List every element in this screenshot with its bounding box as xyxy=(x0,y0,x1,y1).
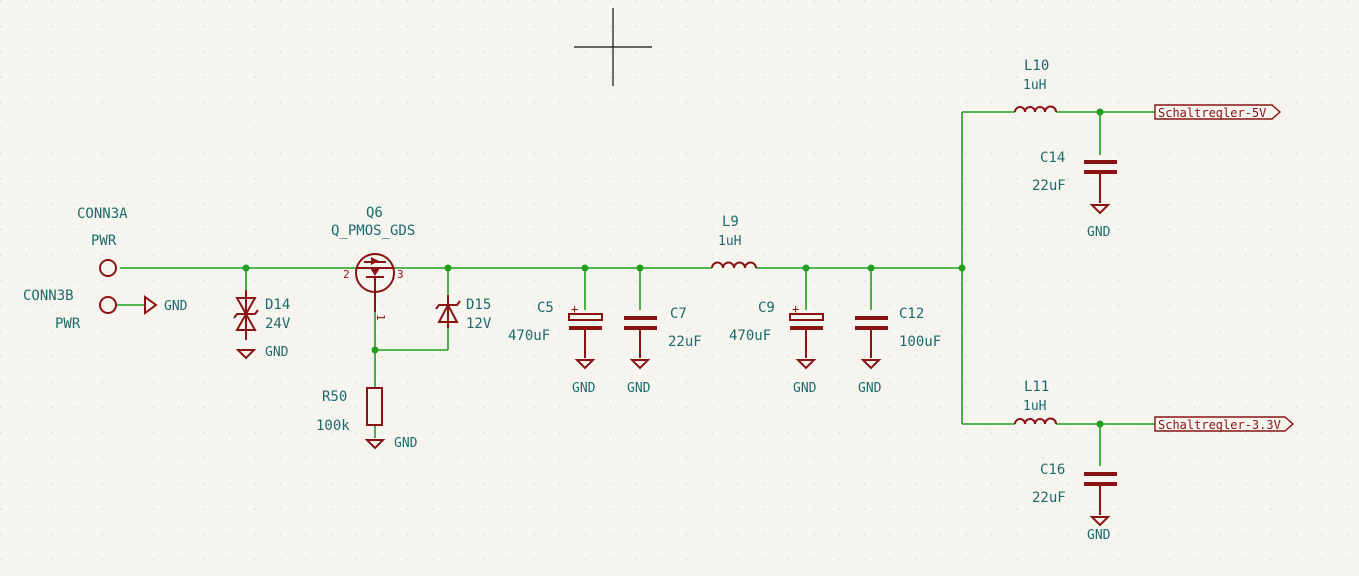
svg-text:GND: GND xyxy=(1087,528,1111,543)
q6-pin-3: 3 xyxy=(397,268,404,281)
svg-text:GND: GND xyxy=(394,436,418,451)
c5-value: 470uF xyxy=(508,328,550,344)
capacitor-c7[interactable]: C7 22uF xyxy=(624,306,702,358)
connector-conn3b[interactable]: CONN3B PWR GND xyxy=(23,288,188,332)
r50-ref: R50 xyxy=(322,389,347,405)
c9-ref: C9 xyxy=(758,300,775,316)
capacitor-c9[interactable]: + C9 470uF xyxy=(729,300,824,358)
capacitor-c12[interactable]: C12 100uF xyxy=(855,306,941,358)
l9-value: 1uH xyxy=(718,234,741,249)
conn3b-gnd-label: GND xyxy=(164,299,188,314)
net-label-3v3-text: Schaltregler-3.3V xyxy=(1158,418,1281,432)
ground-symbol-c7: GND xyxy=(627,359,651,396)
ground-symbol-r50: GND xyxy=(364,436,418,451)
connector-conn3a[interactable]: CONN3A PWR xyxy=(77,206,128,277)
c16-ref: C16 xyxy=(1040,462,1065,478)
q6-pin-2: 2 xyxy=(343,268,350,281)
net-label-5v[interactable]: Schaltregler-5V xyxy=(1154,104,1282,120)
ground-symbol-c5: GND xyxy=(572,359,596,396)
d15-ref: D15 xyxy=(466,297,491,313)
diode-d14[interactable]: D14 24V xyxy=(233,290,291,340)
svg-text:GND: GND xyxy=(572,381,596,396)
inductor-l9[interactable]: L9 1uH xyxy=(711,214,757,269)
l11-value: 1uH xyxy=(1023,399,1046,414)
ground-icon xyxy=(1089,516,1111,527)
c12-value: 100uF xyxy=(899,334,941,350)
conn3b-ref: CONN3B xyxy=(23,288,74,304)
ground-symbol-c9: GND xyxy=(793,359,817,396)
ground-icon xyxy=(235,349,257,360)
wires xyxy=(116,111,1155,466)
ground-symbol-c12: GND xyxy=(858,359,882,396)
conn3a-ref: CONN3A xyxy=(77,206,128,222)
capacitor-c5[interactable]: + C5 470uF xyxy=(508,300,603,358)
l11-ref: L11 xyxy=(1024,379,1049,395)
svg-text:GND: GND xyxy=(627,381,651,396)
junctions xyxy=(242,108,1104,428)
r50-value: 100k xyxy=(316,418,350,434)
l9-ref: L9 xyxy=(722,214,739,230)
c12-ref: C12 xyxy=(899,306,924,322)
d15-value: 12V xyxy=(466,316,492,332)
q6-ref: Q6 xyxy=(366,205,383,221)
svg-text:GND: GND xyxy=(793,381,817,396)
ground-symbol-c16: GND xyxy=(1087,516,1111,543)
c5-ref: C5 xyxy=(537,300,554,316)
l10-ref: L10 xyxy=(1024,58,1049,74)
capacitor-c16[interactable]: C16 22uF xyxy=(1032,462,1117,515)
ground-icon xyxy=(860,359,882,370)
d14-value: 24V xyxy=(265,316,291,332)
svg-text:GND: GND xyxy=(858,381,882,396)
ground-icon xyxy=(364,439,386,450)
q6-value: Q_PMOS_GDS xyxy=(331,223,415,239)
diode-d15[interactable]: D15 12V xyxy=(435,295,492,332)
q6-pin-1: 1 xyxy=(374,314,387,321)
svg-text:+: + xyxy=(571,302,578,316)
resistor-r50[interactable]: R50 100k xyxy=(316,387,383,434)
ground-icon xyxy=(574,359,596,370)
crosshair-cursor-icon xyxy=(574,8,652,86)
ground-icon xyxy=(629,359,651,370)
ground-arrow-icon xyxy=(144,295,158,315)
conn3a-value: PWR xyxy=(91,233,117,249)
d14-ref: D14 xyxy=(265,297,290,313)
conn3b-value: PWR xyxy=(55,316,81,332)
ground-icon xyxy=(1089,204,1111,215)
c9-value: 470uF xyxy=(729,328,771,344)
ground-symbol-d14: GND xyxy=(235,345,289,360)
mosfet-q6[interactable]: Q6 Q_PMOS_GDS 2 3 1 xyxy=(331,205,415,321)
svg-text:GND: GND xyxy=(265,345,289,360)
svg-text:GND: GND xyxy=(1087,225,1111,240)
l10-value: 1uH xyxy=(1023,78,1046,93)
net-label-3v3[interactable]: Schaltregler-3.3V xyxy=(1154,416,1295,432)
c16-value: 22uF xyxy=(1032,490,1066,506)
inductor-l10[interactable]: L10 1uH xyxy=(1014,58,1057,113)
capacitor-c14[interactable]: C14 22uF xyxy=(1032,150,1117,203)
inductor-l11[interactable]: L11 1uH xyxy=(1014,379,1057,425)
c14-value: 22uF xyxy=(1032,178,1066,194)
ground-icon xyxy=(795,359,817,370)
svg-text:+: + xyxy=(792,302,799,316)
net-label-5v-text: Schaltregler-5V xyxy=(1158,106,1266,120)
ground-symbol-c14: GND xyxy=(1087,204,1111,240)
c14-ref: C14 xyxy=(1040,150,1065,166)
c7-value: 22uF xyxy=(668,334,702,350)
c7-ref: C7 xyxy=(670,306,687,322)
